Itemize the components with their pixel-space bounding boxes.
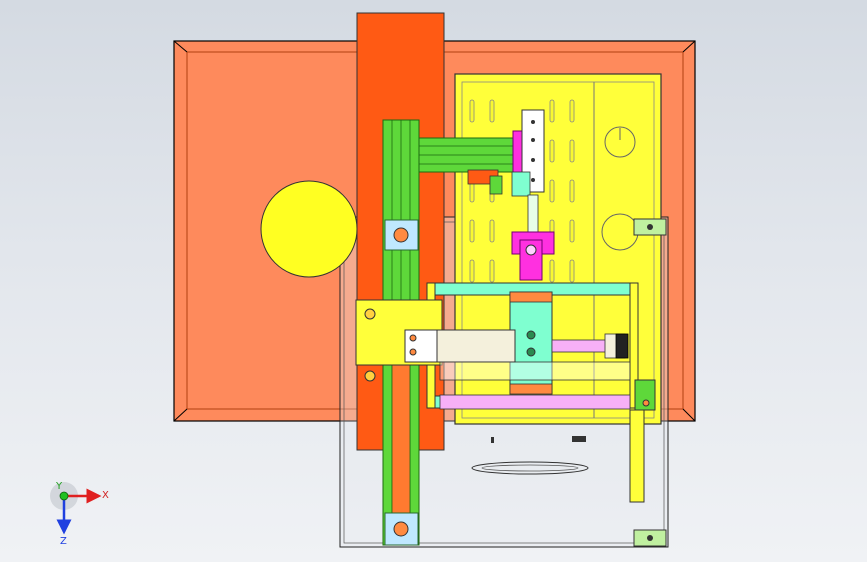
right-clamp[interactable] <box>634 379 656 411</box>
tray-hole-top <box>604 126 636 158</box>
x-axis-label: X <box>102 490 109 501</box>
central-carriage[interactable] <box>509 291 553 395</box>
y-axis-dot <box>59 491 69 501</box>
white-guide-plate[interactable] <box>521 109 545 193</box>
yellow-rail-right <box>629 282 639 409</box>
yellow-side-bar <box>629 409 645 503</box>
yellow-disc[interactable] <box>260 180 358 278</box>
lower-rail <box>439 361 631 381</box>
y-axis-label: Y <box>55 481 63 492</box>
z-axis-label: Z <box>60 536 67 547</box>
green-block-small <box>511 171 531 197</box>
vertical-shaft <box>527 194 539 236</box>
axis-triad[interactable]: X Y Z <box>44 480 124 550</box>
housing-ring <box>471 461 589 475</box>
